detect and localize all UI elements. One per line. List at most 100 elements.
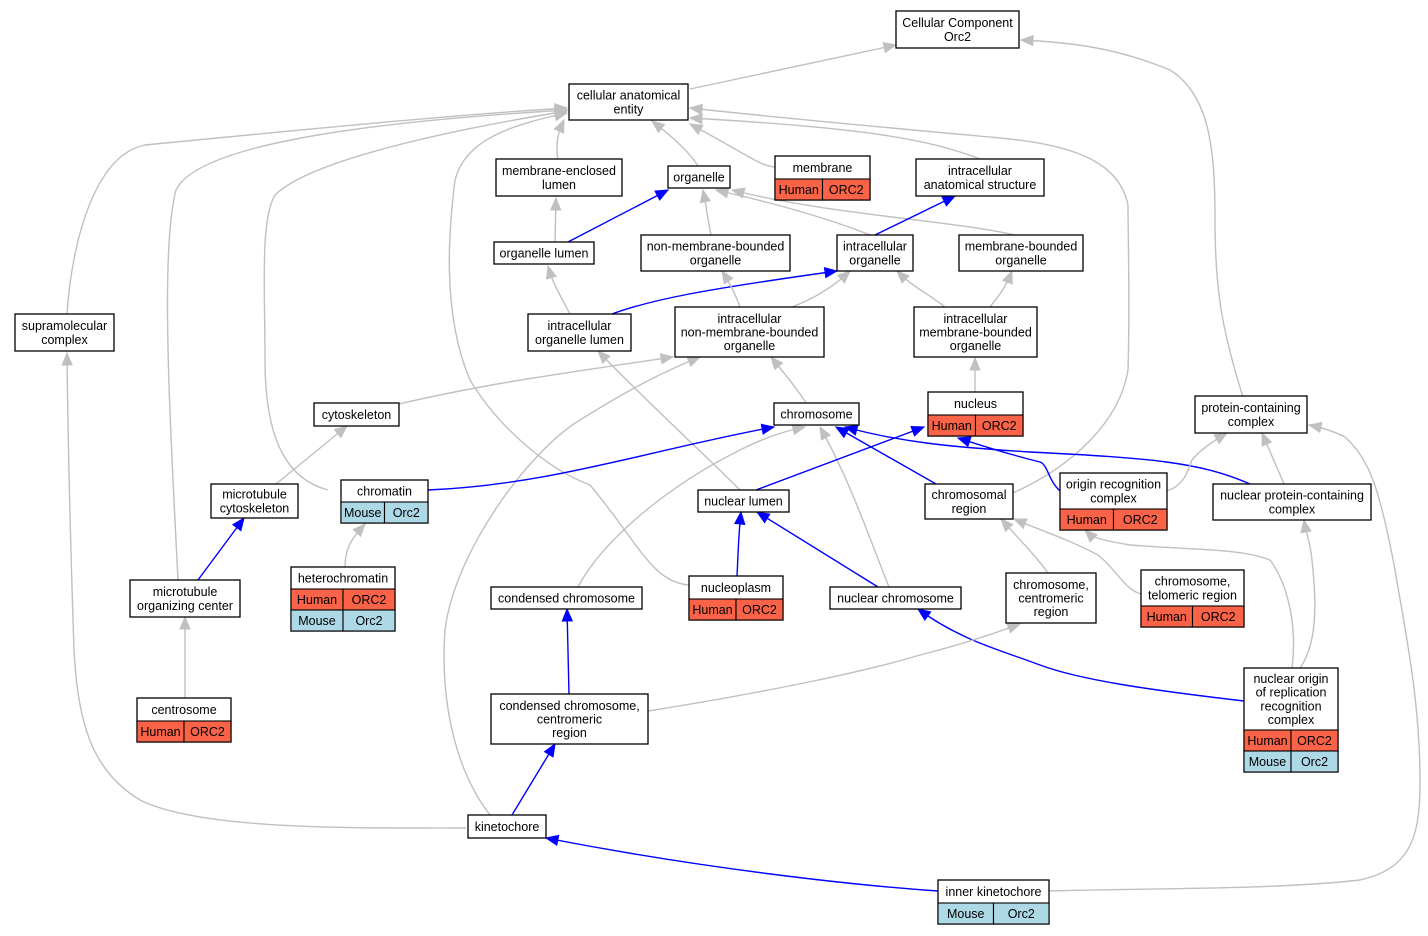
node-label-line: intracellular: [548, 319, 612, 333]
edge-centrosome-mtoc: [179, 615, 191, 698]
edge-arrowhead: [714, 187, 730, 199]
node-box: [495, 158, 623, 197]
edge-membrane-cae: [688, 123, 776, 168]
edge-arrowhead: [543, 742, 556, 758]
human-cell: [1112, 508, 1168, 531]
node-organelle[interactable]: organelle: [667, 165, 731, 189]
edge-arrowhead: [1084, 529, 1098, 543]
node-label-line: chromosome: [780, 408, 852, 422]
node-label-line: chromatin: [357, 485, 412, 499]
node-inmbo[interactable]: intracellularnon-membrane-boundedorganel…: [674, 306, 825, 358]
node-box: [568, 83, 689, 121]
edge-arrowhead: [882, 41, 898, 54]
node-box: [924, 483, 1014, 520]
edge-arrowhead: [597, 350, 611, 364]
edge-ol-mel: [549, 196, 562, 243]
node-box: [697, 489, 790, 513]
edge-mel-cae: [553, 118, 565, 160]
species-label: Mouse: [947, 907, 985, 921]
node-label-line: recognition: [1260, 699, 1321, 713]
node-label-line: Orc2: [944, 30, 971, 44]
node-condchrom[interactable]: condensed chromosome: [490, 586, 643, 610]
node-box: [667, 165, 731, 189]
node-label-line: centromeric: [1018, 592, 1083, 606]
edge-io-ias: [874, 195, 957, 236]
human-cell: [735, 598, 784, 621]
edge-chromosome-inmbo: [770, 355, 807, 404]
node-label-line: chromosome,: [1013, 578, 1089, 592]
edge-nucchrom-chromosome: [819, 425, 890, 588]
edge-line: [545, 837, 939, 892]
node-label-line: intracellular: [718, 312, 782, 326]
edge-arrowhead: [734, 510, 746, 525]
node-chromosome[interactable]: chromosome: [773, 402, 860, 426]
node-box: [1212, 483, 1372, 521]
edge-line: [443, 356, 701, 816]
node-label-line: non-membrane-bounded: [647, 240, 785, 254]
edge-arrowhead: [755, 511, 771, 524]
node-cytoskeleton[interactable]: cytoskeleton: [313, 402, 400, 427]
node-nucchrom[interactable]: nuclear chromosome: [829, 586, 962, 610]
edge-arrowhead: [686, 356, 702, 367]
edge-pcc-cc: [1019, 34, 1244, 398]
node-label-line: of replication: [1256, 686, 1327, 700]
node-label-line: organelle lumen: [500, 247, 589, 261]
edge-arrowhead: [770, 355, 784, 371]
node-label-line: region: [552, 726, 587, 740]
node-box: [490, 586, 643, 610]
species-label: Human: [297, 593, 337, 607]
edge-arrowhead: [688, 123, 704, 135]
species-label: Human: [140, 725, 180, 739]
node-ol[interactable]: organelle lumen: [493, 241, 595, 265]
node-label-line: membrane-enclosed: [502, 164, 616, 178]
edge-nucleus-imbo: [969, 356, 981, 392]
edge-line: [398, 356, 674, 405]
gene-label: ORC2: [982, 419, 1017, 433]
edge-nucchrom-nuclumen: [755, 511, 879, 588]
node-nuclumen[interactable]: nuclear lumen: [697, 489, 790, 513]
edge-norc-orc: [1084, 529, 1295, 669]
edge-line: [689, 123, 776, 168]
edge-arrowhead: [941, 195, 957, 207]
edge-line: [66, 352, 467, 829]
edge-nucleoplasm-nuclumen: [734, 510, 746, 577]
node-box: [1005, 572, 1097, 624]
edge-inmbo-io: [791, 270, 851, 308]
edge-arrowhead: [553, 109, 569, 122]
mouse-cell: [1290, 750, 1339, 773]
node-kinetochore[interactable]: kinetochore: [467, 814, 547, 839]
node-label-line: microtubule: [222, 488, 287, 502]
edge-mbo-organelle: [730, 187, 1016, 236]
species-label: Human: [1247, 734, 1287, 748]
edge-ias-cae: [688, 112, 981, 160]
edge-line: [611, 270, 838, 315]
edge-arrowhead: [1307, 421, 1323, 434]
